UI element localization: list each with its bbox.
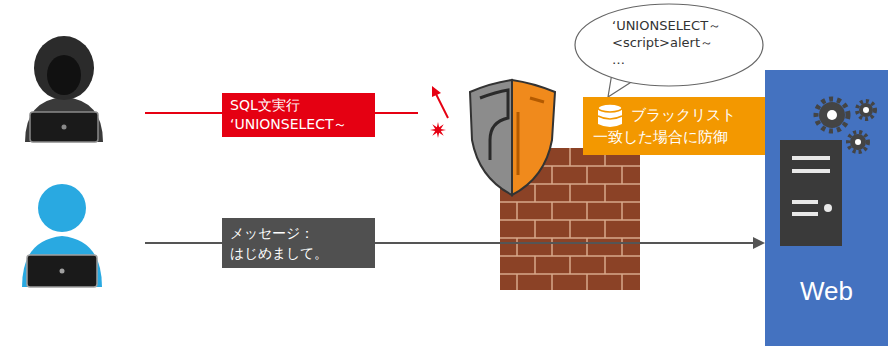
message-label-box: メッセージ：はじめまして。 [222,218,375,268]
box-text: はじめまして。 [230,243,328,263]
box-text: <script>alert～ [612,34,713,51]
box-text: ブラックリスト [593,104,736,126]
speech-bubble: ‘UNIONSELECT～<script>alert～… [574,3,764,87]
message-line [145,242,222,244]
box-text: ‘UNIONSELECT～ [230,115,348,134]
web-server-box: Web [765,70,888,346]
server-icon [780,140,842,246]
attacker-icon [25,36,103,142]
box-text: SQL文実行 [230,96,300,115]
arrowhead [753,237,765,249]
bounce-arrowhead [432,86,441,97]
impact-burst [430,122,446,138]
brick-wall [500,148,640,290]
box-text: ‘UNIONSELECT～ [612,17,721,34]
blacklist-box: ブラックリスト一致した場合に防御 [583,97,780,155]
gear-icons [816,99,875,152]
box-text: 一致した場合に防御 [593,126,728,148]
database-icon [598,104,622,127]
user-icon [22,184,102,287]
box-text: Web [800,276,853,306]
shield-icon [470,80,555,195]
arrow-connector [375,237,765,249]
connector-line [375,242,753,244]
attack-label-box: SQL文実行‘UNIONSELECT～ [222,93,375,137]
box-text: … [612,51,625,68]
box-text: メッセージ： [230,223,314,243]
